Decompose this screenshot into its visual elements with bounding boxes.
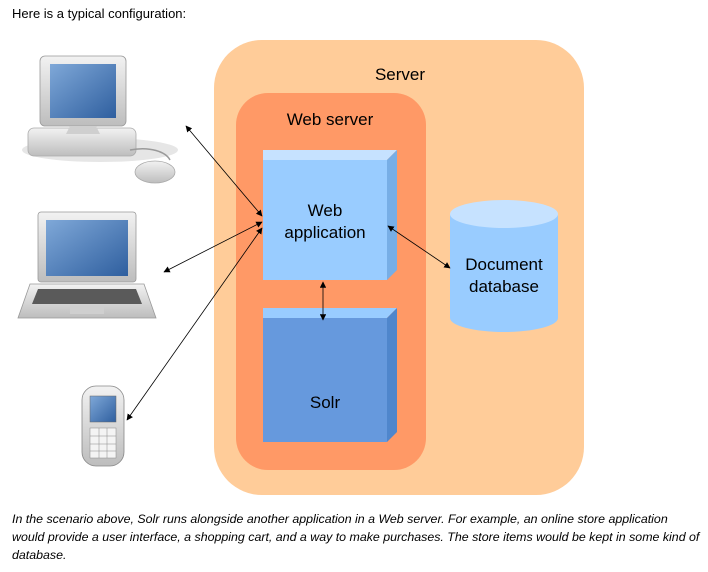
laptop-icon [17,211,157,319]
intro-text: Here is a typical configuration: [12,6,187,21]
solr-box [263,308,397,442]
arrow-desktop-webapp [185,125,263,217]
document-database-cylinder [450,200,558,332]
solr-label: Solr [310,393,341,412]
mobile-phone-icon [81,385,125,467]
desktop-computer-icon [22,55,178,184]
web-server-label: Web server [287,110,374,129]
web-application-label-line1: Web [308,201,343,220]
web-application-label-line2: application [284,223,365,242]
server-label: Server [375,65,425,84]
arrow-phone-webapp [126,227,263,421]
document-database-label-line1: Document [465,255,543,274]
document-database-label-line2: database [469,277,539,296]
web-application-box [263,150,397,280]
caption-text: In the scenario above, Solr runs alongsi… [12,512,700,562]
arrow-webapp-database [387,225,451,269]
